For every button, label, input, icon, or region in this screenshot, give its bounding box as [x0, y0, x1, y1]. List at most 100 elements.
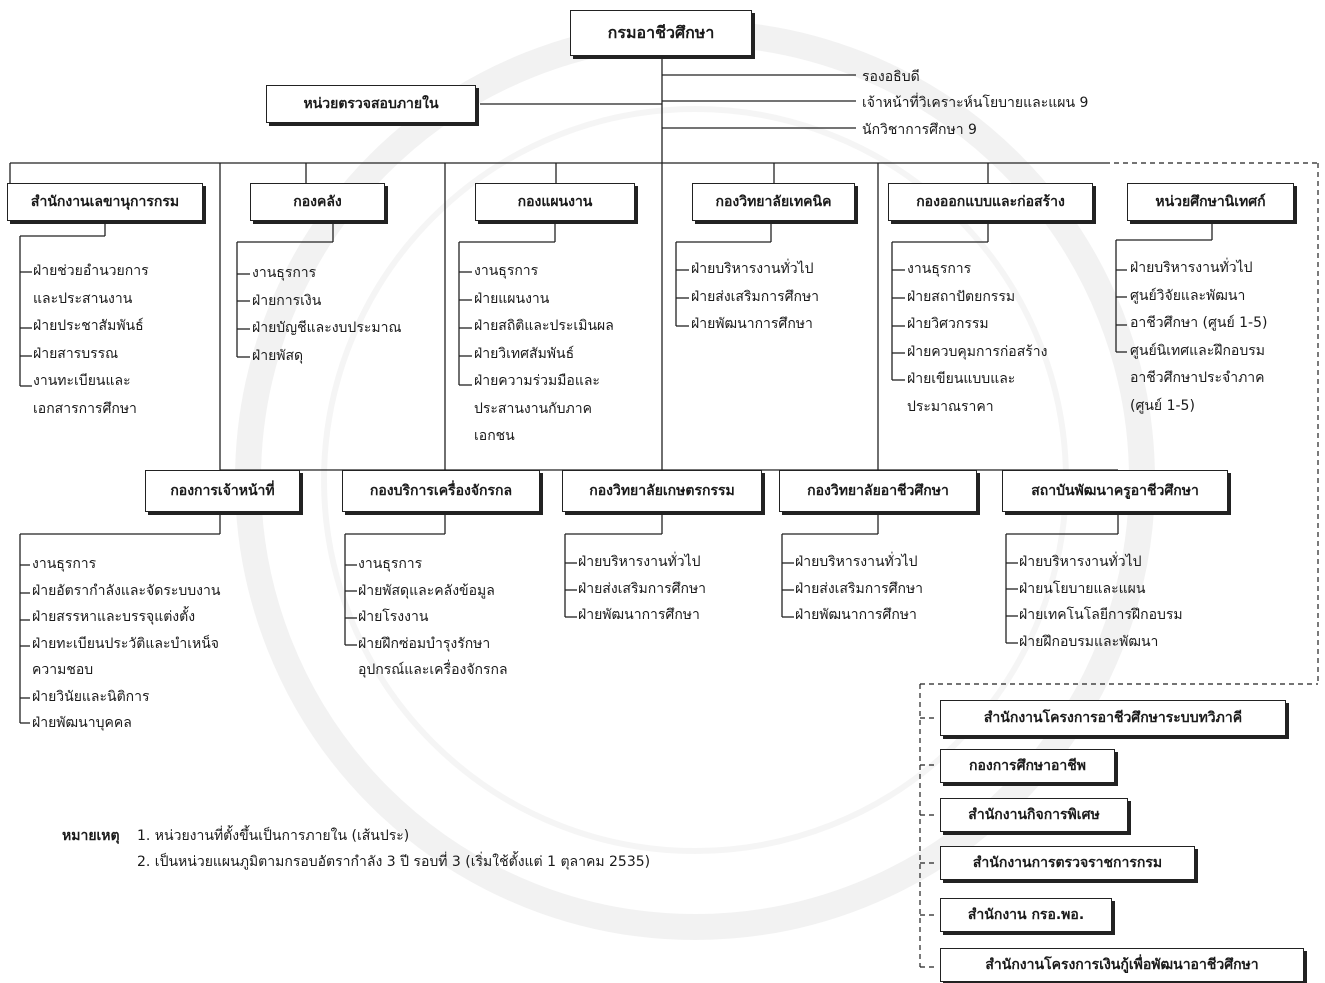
top-box: กรมอาชีวศึกษา [570, 10, 752, 56]
box-title: กองคลัง [293, 194, 342, 210]
list-item: ฝ่ายสถิติและประเมินผล [474, 318, 614, 334]
audit-box: หน่วยตรวจสอบภายใน [266, 85, 476, 123]
box-personnel: กองการเจ้าหน้าที่ [145, 470, 300, 512]
audit-title: หน่วยตรวจสอบภายใน [303, 96, 439, 112]
box-special-affairs: สำนักงานกิจการพิเศษ [940, 798, 1128, 832]
list-item: อาชีวศึกษาประจำภาค [1130, 370, 1265, 386]
notes-label: หมายเหตุ [62, 828, 120, 844]
box-title: หน่วยศึกษานิเทศก์ [1155, 194, 1266, 210]
box-title: สำนักงานการตรวจราชการกรม [972, 855, 1163, 871]
box-design-construction: กองออกแบบและก่อสร้าง [888, 183, 1093, 221]
list-item: ฝ่ายอัตรากำลังและจัดระบบงาน [32, 582, 221, 599]
box-title: กองการเจ้าหน้าที่ [170, 483, 275, 499]
list-item: งานธุรการ [358, 556, 423, 572]
box-title: สำนักงานโครงการอาชีวศึกษาระบบทวิภาคี [983, 710, 1243, 726]
list-item: ฝ่ายบริหารงานทั่วไป [1130, 260, 1253, 276]
box-title: กองแผนงาน [517, 194, 593, 210]
list-item: ฝ่ายบริหารงานทั่วไป [691, 261, 814, 277]
list-item: อาชีวศึกษา (ศูนย์ 1-5) [1130, 315, 1268, 331]
list-item: ฝ่ายบริหารงานทั่วไป [795, 554, 918, 570]
box-title: กองวิทยาลัยเกษตรกรรม [589, 483, 735, 499]
list-item: ฝ่ายบริหารงานทั่วไป [578, 554, 701, 570]
box-secretariat: สำนักงานเลขานุการกรม [7, 183, 203, 221]
box-title: สำนักงานเลขานุการกรม [30, 194, 180, 210]
note-line-2: 2. เป็นหน่วยแผนภูมิตามกรอบอัตรากำลัง 3 ป… [137, 854, 651, 870]
list-item: ประมาณราคา [907, 398, 994, 415]
list-technical-college: ฝ่ายบริหารงานทั่วไป ฝ่ายส่งเสริมการศึกษา… [691, 256, 819, 339]
list-item: ความชอบ [32, 662, 94, 678]
box-agriculture-college: กองวิทยาลัยเกษตรกรรม [562, 470, 762, 512]
list-agriculture-college: ฝ่ายบริหารงานทั่วไป ฝ่ายส่งเสริมการศึกษา… [578, 549, 706, 629]
list-item: ฝ่ายพัสดุ [252, 347, 304, 364]
box-finance: กองคลัง [250, 183, 385, 221]
list-design-construction: งานธุรการ ฝ่ายสถาปัตยกรรม ฝ่ายวิศวกรรม ฝ… [907, 256, 1047, 421]
list-item: ฝ่ายแผนงาน [474, 290, 550, 307]
box-title: สถาบันพัฒนาครูอาชีวศึกษา [1031, 483, 1199, 499]
list-item: ฝ่ายพัฒนาการศึกษา [578, 607, 700, 623]
box-title: กองการศึกษาอาชีพ [968, 758, 1087, 774]
list-item: ฝ่ายเขียนแบบและ [907, 371, 1016, 387]
box-kro-po: สำนักงาน กรอ.พอ. [940, 898, 1112, 932]
list-item: ฝ่ายช่วยอำนวยการ [33, 263, 149, 279]
list-item: ฝ่ายวินัยและนิติการ [32, 688, 150, 705]
list-item: ฝ่ายโรงงาน [358, 609, 429, 625]
list-item: ฝ่ายวิเทศสัมพันธ์ [474, 345, 575, 362]
list-item: ฝ่ายพัฒนาการศึกษา [795, 607, 917, 623]
list-item: ฝ่ายพัสดุและคลังข้อมูล [358, 582, 495, 599]
side-title-1: เจ้าหน้าที่วิเคราะห์นโยบายและแผน 9 [862, 95, 1089, 111]
list-item: และประสานงาน [33, 290, 133, 307]
list-item: ฝ่ายควบคุมการก่อสร้าง [907, 343, 1048, 360]
list-machinery: งานธุรการ ฝ่ายพัสดุและคลังข้อมูล ฝ่ายโรง… [358, 551, 508, 684]
list-item: ฝ่ายฝึกซ่อมบำรุงรักษา [358, 635, 491, 652]
list-item: งานทะเบียนและ [33, 373, 131, 389]
box-title: กองวิทยาลัยเทคนิค [715, 194, 832, 210]
box-title: สำนักงานโครงการเงินกู้เพื่อพัฒนาอาชีวศึก… [985, 957, 1259, 973]
list-item: ศูนย์นิเทศและฝึกอบรม [1130, 342, 1265, 359]
list-item: ฝ่ายพัฒนาการศึกษา [691, 316, 813, 332]
list-item: ฝ่ายสถาปัตยกรรม [907, 288, 1016, 305]
box-career-education: กองการศึกษาอาชีพ [940, 749, 1115, 783]
list-item: ฝ่ายความร่วมมือและ [474, 373, 600, 389]
list-planning: งานธุรการ ฝ่ายแผนงาน ฝ่ายสถิติและประเมิน… [474, 258, 614, 451]
list-item: ฝ่ายส่งเสริมการศึกษา [795, 580, 924, 597]
list-item: ประสานงานกับภาค [474, 400, 592, 417]
list-item: ฝ่ายประชาสัมพันธ์ [33, 318, 144, 334]
side-title-2: นักวิชาการศึกษา 9 [862, 122, 977, 138]
top-title: กรมอาชีวศึกษา [607, 22, 715, 42]
box-technical-college: กองวิทยาลัยเทคนิค [692, 183, 855, 221]
list-item: ฝ่ายบริหารงานทั่วไป [1019, 554, 1142, 570]
list-item: (ศูนย์ 1-5) [1130, 397, 1195, 414]
list-item: ฝ่ายส่งเสริมการศึกษา [578, 580, 707, 597]
box-title: กองวิทยาลัยอาชีวศึกษา [807, 483, 949, 499]
list-item: เอกสารการศึกษา [33, 400, 137, 417]
list-item: ฝ่ายส่งเสริมการศึกษา [691, 288, 820, 305]
list-vocational-college: ฝ่ายบริหารงานทั่วไป ฝ่ายส่งเสริมการศึกษา… [795, 549, 923, 629]
list-item: ฝ่ายสารบรรณ [33, 345, 119, 362]
list-item: งานธุรการ [474, 263, 539, 279]
box-vocational-college: กองวิทยาลัยอาชีวศึกษา [779, 470, 977, 512]
list-item: เอกชน [474, 428, 515, 444]
note-line-1: 1. หน่วยงานที่ตั้งขึ้นเป็นการภายใน (เส้น… [137, 828, 410, 844]
list-item: ฝ่ายสรรหาและบรรจุแต่งตั้ง [32, 609, 196, 625]
list-item: ฝ่ายการเงิน [252, 292, 322, 309]
list-item: ฝ่ายวิศวกรรม [907, 316, 989, 332]
box-loan-project-office: สำนักงานโครงการเงินกู้เพื่อพัฒนาอาชีวศึก… [940, 948, 1304, 982]
box-title: สำนักงาน กรอ.พอ. [967, 907, 1085, 923]
list-item: ฝ่ายบัญชีและงบประมาณ [252, 320, 402, 336]
box-teacher-institute: สถาบันพัฒนาครูอาชีวศึกษา [1002, 470, 1228, 512]
list-finance: งานธุรการ ฝ่ายการเงิน ฝ่ายบัญชีและงบประม… [252, 260, 401, 370]
list-item: ฝ่ายทะเบียนประวัติและบำเหน็จ [32, 635, 219, 652]
box-dual-vocational-office: สำนักงานโครงการอาชีวศึกษาระบบทวิภาคี [940, 700, 1286, 736]
list-item: งานธุรการ [907, 261, 972, 277]
list-item: ฝ่ายพัฒนาบุคคล [32, 715, 132, 731]
list-supervisory-unit: ฝ่ายบริหารงานทั่วไป ศูนย์วิจัยและพัฒนา อ… [1130, 255, 1267, 420]
box-supervisory-unit: หน่วยศึกษานิเทศก์ [1127, 183, 1294, 221]
list-item: งานธุรการ [252, 265, 317, 281]
box-planning: กองแผนงาน [475, 183, 635, 221]
box-inspection-office: สำนักงานการตรวจราชการกรม [940, 846, 1195, 880]
list-item: ศูนย์วิจัยและพัฒนา [1130, 287, 1246, 304]
list-teacher-institute: ฝ่ายบริหารงานทั่วไป ฝ่ายนโยบายและแผน ฝ่า… [1019, 549, 1183, 655]
side-title-0: รองอธิบดี [862, 69, 920, 85]
box-title: สำนักงานกิจการพิเศษ [968, 807, 1100, 823]
list-personnel: งานธุรการ ฝ่ายอัตรากำลังและจัดระบบงาน ฝ่… [32, 551, 220, 737]
